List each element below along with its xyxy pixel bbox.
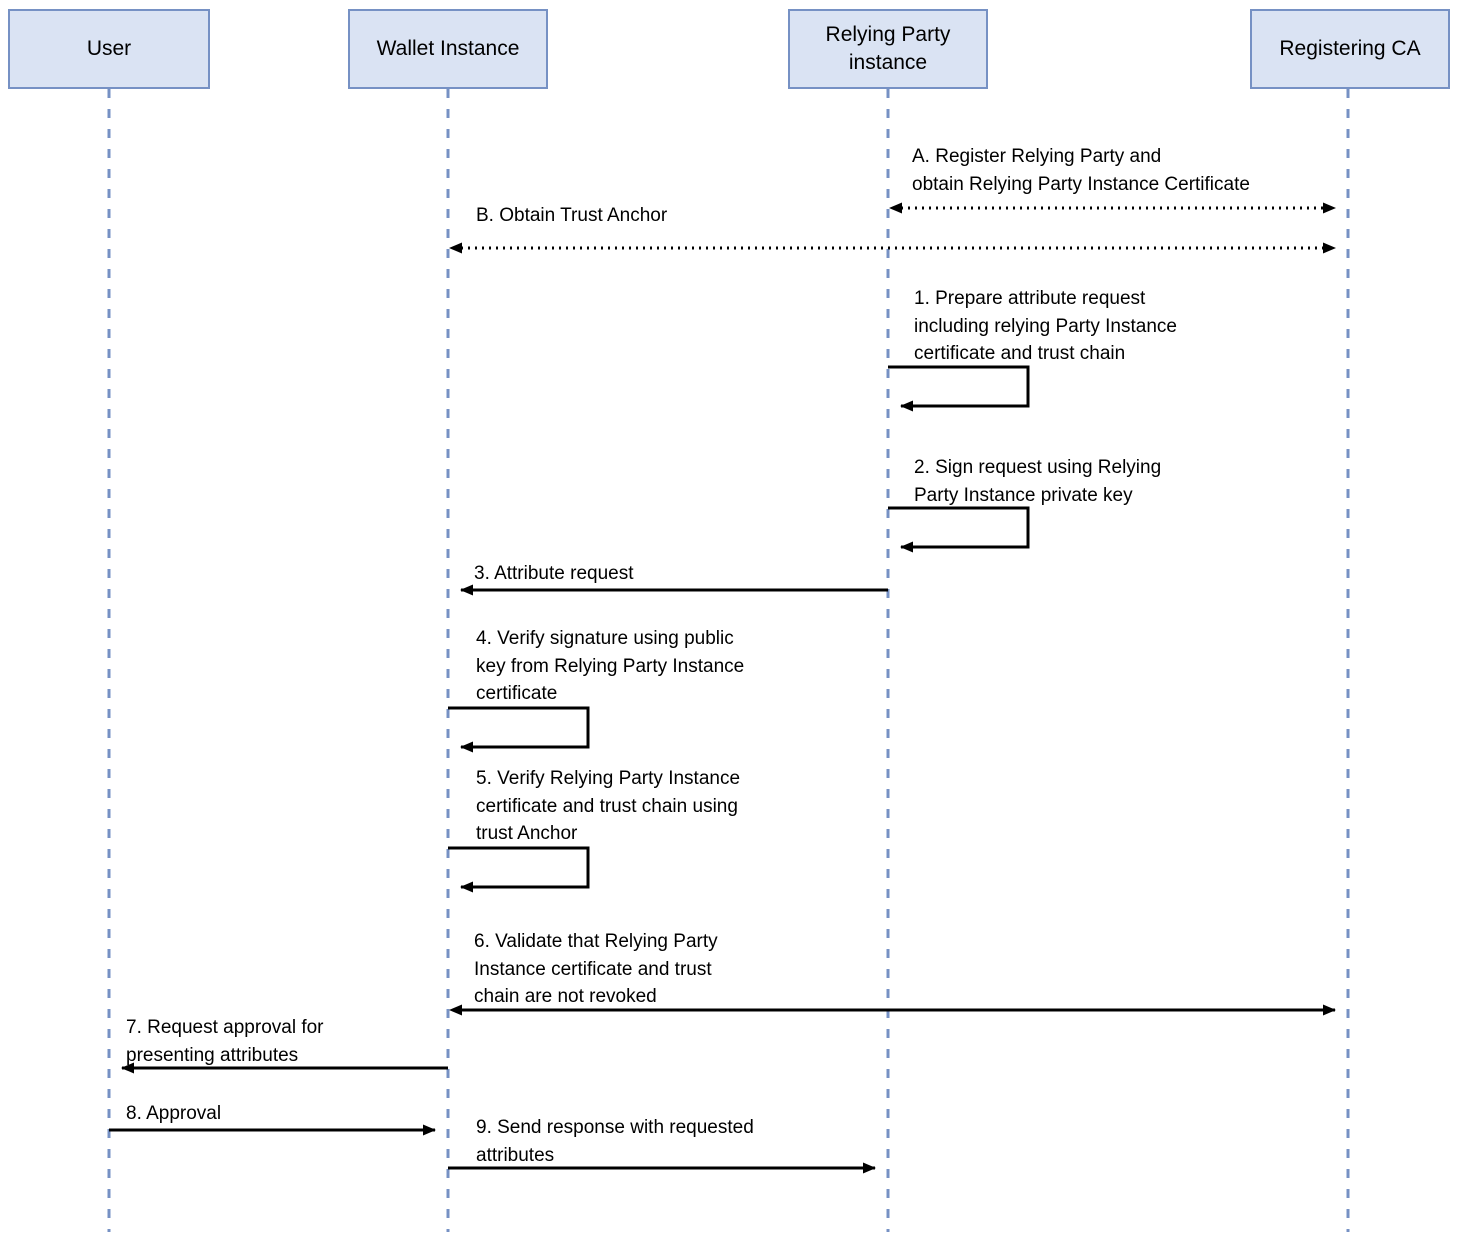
message-label-5: 5. Verify Relying Party Instance certifi… [476,768,741,845]
messages-group [109,202,1336,1174]
message-arrow-self-5 [448,846,590,893]
actor-box-rp[interactable]: Relying Party instance [788,9,988,89]
actor-box-user[interactable]: User [8,9,210,89]
message-label-8: 8. Approval [126,1103,222,1124]
actor-label-wallet: Wallet Instance [376,36,520,60]
message-label-A: A. Register Relying Party and obtain Rel… [912,146,1250,195]
actor-label-rp: Relying Party instance [825,22,951,74]
message-arrow-self-1 [888,365,1030,412]
actor-box-ca[interactable]: Registering CA [1250,9,1450,89]
actor-box-wallet[interactable]: Wallet Instance [348,9,548,89]
message-arrow-self-4 [448,706,590,753]
actor-label-user: User [86,36,132,60]
message-label-9: 9. Send response with requested attribut… [476,1117,754,1166]
message-label-2: 2. Sign request using Relying Party Inst… [914,457,1162,506]
actor-label-ca: Registering CA [1279,36,1421,60]
message-arrow-self-2 [888,506,1030,553]
message-label-7: 7. Request approval for presenting attri… [126,1017,324,1066]
message-label-6: 6. Validate that Relying Party Instance … [474,931,718,1008]
message-label-1: 1. Prepare attribute request including r… [914,288,1177,365]
message-label-3: 3. Attribute request [474,563,634,584]
message-label-B: B. Obtain Trust Anchor [476,205,668,226]
message-label-4: 4. Verify signature using public key fro… [476,628,745,705]
